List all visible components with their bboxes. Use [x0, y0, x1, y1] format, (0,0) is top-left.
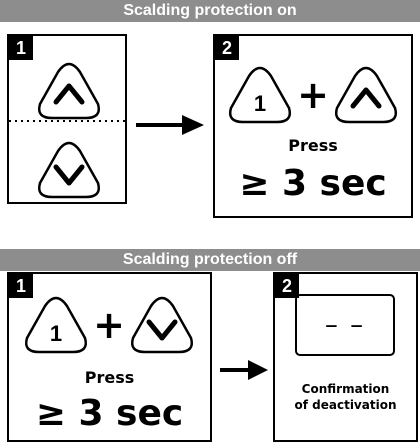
section-on-step1-panel: 1: [7, 34, 127, 204]
section-on-step2-panel: 2 1 + Press ≥ 3 sec: [213, 34, 413, 218]
section-on-title-bar: Scalding protection on: [0, 0, 420, 22]
confirmation-line2: of deactivation: [294, 398, 397, 412]
duration-label: ≥ 3 sec: [35, 393, 184, 434]
down-key-icon: [38, 141, 100, 199]
step-number: 2: [215, 36, 239, 60]
step-number: 1: [9, 36, 33, 60]
key-label: 1: [254, 91, 266, 116]
press-label: Press: [288, 136, 338, 155]
section-on-title: Scalding protection on: [123, 2, 297, 19]
press-label: Press: [84, 368, 135, 387]
display-screen: – –: [295, 294, 395, 356]
one-key-icon: 1: [25, 296, 87, 354]
step-number: 2: [275, 274, 299, 298]
right-arrow-icon: [136, 115, 204, 135]
one-key-icon: 1: [229, 66, 291, 124]
down-key-icon: [131, 296, 193, 354]
up-key-icon: [38, 62, 100, 120]
step-number: 1: [9, 274, 33, 298]
duration-label: ≥ 3 sec: [239, 163, 387, 204]
plus-sign: +: [297, 73, 329, 117]
divider-line: [9, 120, 127, 122]
key-label: 1: [50, 321, 62, 346]
display-readout: – –: [324, 310, 366, 340]
section-off-step2-panel: 2 – – Confirmation of deactivation: [273, 272, 418, 442]
section-off-title-bar: Scalding protection off: [0, 249, 420, 271]
section-off-title: Scalding protection off: [122, 251, 298, 268]
plus-sign: +: [93, 303, 125, 347]
confirmation-line1: Confirmation: [301, 382, 390, 396]
up-key-icon: [335, 66, 397, 124]
section-off-step1-panel: 1 1 + Press ≥ 3 sec: [7, 272, 212, 442]
right-arrow-icon: [220, 360, 268, 380]
